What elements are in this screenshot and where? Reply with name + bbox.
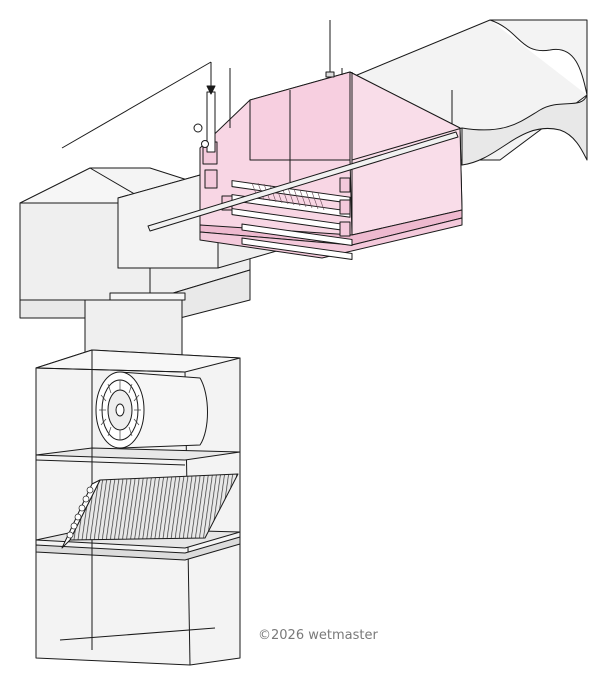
valve-icon xyxy=(201,140,209,148)
supply-pipe xyxy=(61,61,231,153)
pressure-gauge-icon xyxy=(193,123,203,133)
copyright-notice: ©2026 wetmaster xyxy=(258,628,378,643)
cooling-coil xyxy=(61,473,239,549)
hanger-rods xyxy=(325,20,343,78)
air-handling-unit xyxy=(35,349,241,666)
blower-fan xyxy=(95,371,208,449)
header-rod xyxy=(147,131,459,232)
media-rails xyxy=(231,180,353,260)
duct-vertical-drop xyxy=(84,292,186,363)
